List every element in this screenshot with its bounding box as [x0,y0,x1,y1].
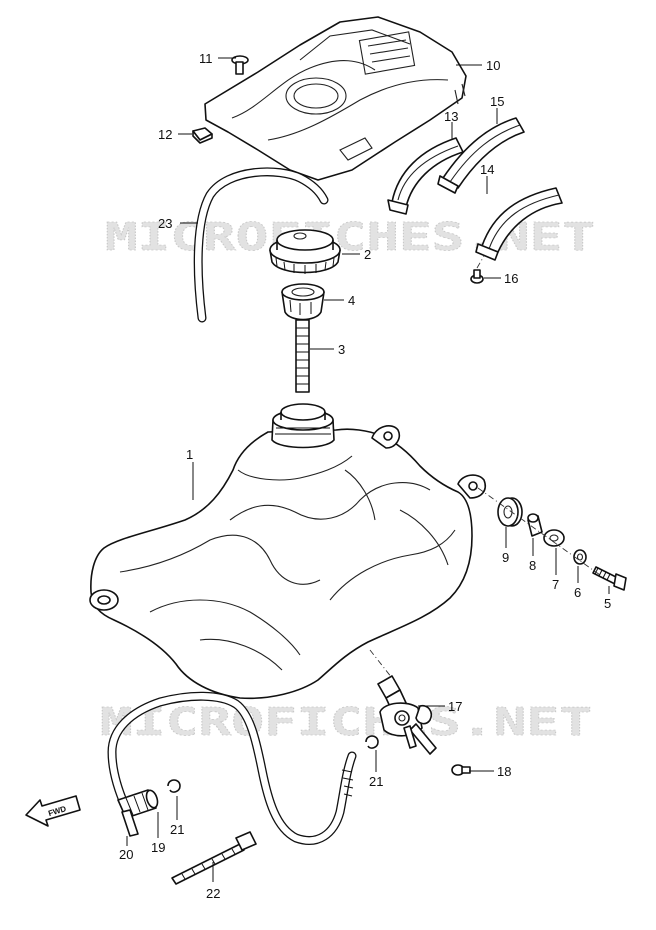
callout-5: 5 [604,596,611,611]
callout-18: 18 [497,764,511,779]
callout-3: 3 [338,342,345,357]
callout-23: 23 [158,216,172,231]
callout-15: 15 [490,94,504,109]
part-23-breather-hose [193,167,329,323]
part-6-lock-washer [573,549,587,565]
callout-10: 10 [486,58,500,73]
callout-19: 19 [151,840,165,855]
part-1-fuel-tank [89,403,486,700]
part-22-cable-tie [171,831,257,885]
callout-13: 13 [444,109,458,124]
callout-20: 20 [119,847,133,862]
callout-8: 8 [529,558,536,573]
part-14-strap [475,187,563,261]
part-20-fuel-hose [107,691,357,845]
callout-21-lower: 21 [170,822,184,837]
watermark-bottom: MICROFICHES.NET [100,700,592,744]
part-10-tank-cover [204,16,467,181]
part-9-grommet [497,497,523,527]
callout-7: 7 [552,577,559,592]
part-21-clip-upper [365,735,379,749]
callout-12: 12 [158,127,172,142]
leader-lines [126,57,610,882]
callout-14: 14 [480,162,494,177]
part-11-bolt [231,55,249,75]
part-18-screw [451,764,471,776]
part-4-gasket [281,283,325,321]
part-12-clip-nut [192,127,213,144]
part-3-fuel-filter [295,319,310,393]
callout-16: 16 [504,271,518,286]
part-7-washer [543,529,565,547]
callout-6: 6 [574,585,581,600]
callout-21-upper: 21 [369,774,383,789]
callout-11: 11 [199,51,213,66]
callout-1: 1 [186,447,193,462]
part-15-strap [437,117,525,194]
callout-22: 22 [206,886,220,901]
callout-2: 2 [364,247,371,262]
assembly-line-right [477,487,601,576]
part-16-bolt [470,255,485,284]
part-8-collar [527,513,543,537]
callout-4: 4 [348,293,355,308]
callout-9: 9 [502,550,509,565]
part-19-hose-fitting [117,789,159,837]
part-17-fuel-cock [369,649,437,755]
callout-17: 17 [448,699,462,714]
part-21-clip-lower [167,779,181,793]
fwd-arrow-icon: FWD [25,795,81,827]
part-5-bolt [592,566,627,591]
part-2-fuel-cap [269,229,341,274]
